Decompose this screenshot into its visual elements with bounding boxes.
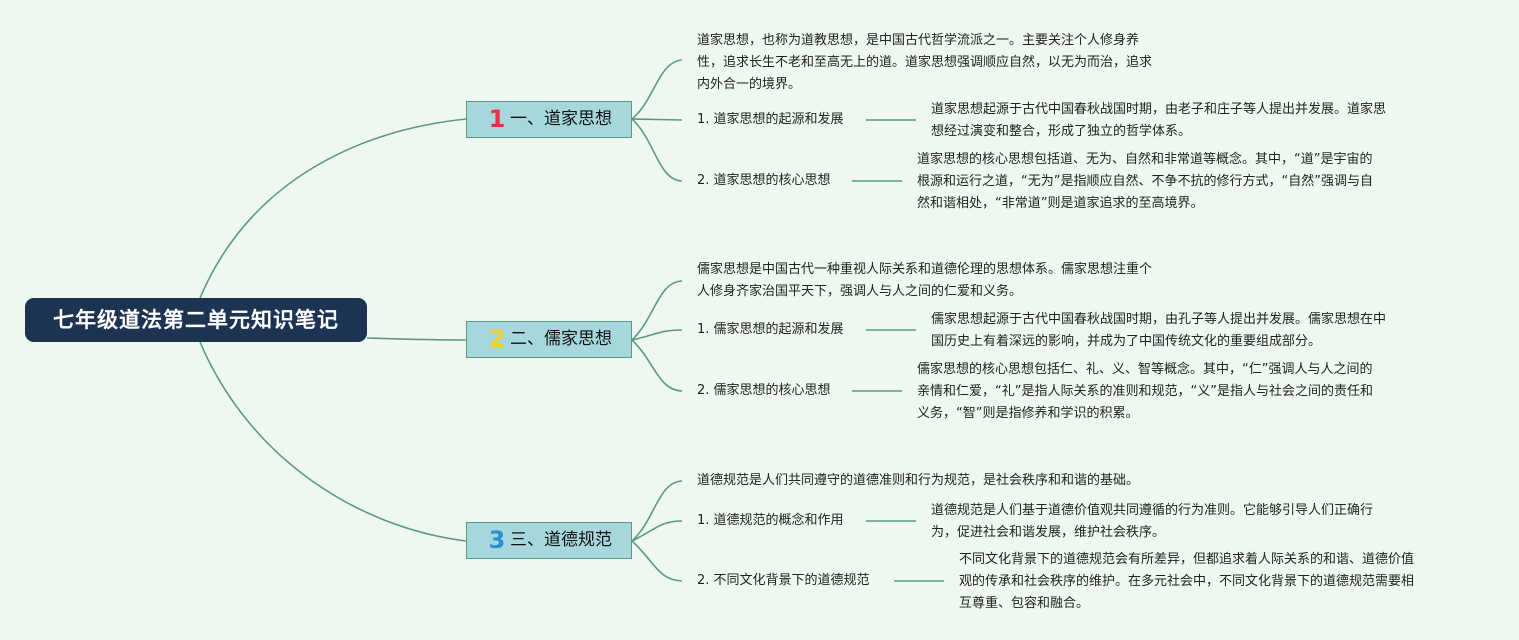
detail-line: 国历史上有着深远的影响，并成为了中国传统文化的重要组成部分。 xyxy=(931,334,1322,349)
branch-2-topic-1-detail[interactable]: 儒家思想起源于古代中国春秋战国时期，由孔子等人提出并发展。儒家思想在中 国历史上… xyxy=(931,309,1386,353)
detail-line: 亲情和仁爱，“礼”是指人际关系的准则和规范，“义”是指人与社会之间的责任和 xyxy=(917,384,1373,399)
branch-1-topic-2[interactable]: 2. 道家思想的核心思想 xyxy=(697,173,831,188)
detail-line: 不同文化背景下的道德规范会有所差异，但都追求着人际关系的和谐、道德价值 xyxy=(959,552,1415,567)
detail-line: 互尊重、包容和融合。 xyxy=(959,596,1090,611)
branch-1-label: 一、道家思想 xyxy=(510,109,612,129)
branch-3-node[interactable]: 3 三、道德规范 xyxy=(466,522,632,559)
branch-1-node[interactable]: 1 一、道家思想 xyxy=(466,101,632,138)
detail-line: 道家思想的核心思想包括道、无为、自然和非常道等概念。其中，“道”是宇宙的 xyxy=(917,152,1373,167)
root-to-branch-2-line xyxy=(366,337,467,341)
branch-1-topic-1-detail[interactable]: 道家思想起源于古代中国春秋战国时期，由老子和庄子等人提出并发展。道家思 想经过演… xyxy=(931,99,1386,143)
detail-line: 根源和运行之道，“无为”是指顺应自然、不争不抗的修行方式，“自然”强调与自 xyxy=(917,174,1373,189)
branch-3-intro-line: 道德规范是人们共同遵守的道德准则和行为规范，是社会秩序和和谐的基础。 xyxy=(697,473,1140,488)
branch-2-number-icon: 2 xyxy=(488,325,506,353)
root-to-branch-3-line xyxy=(199,341,467,542)
branch-1-topic-2-detail[interactable]: 道家思想的核心思想包括道、无为、自然和非常道等概念。其中，“道”是宇宙的 根源和… xyxy=(917,149,1373,215)
branch-1-to-intro-line xyxy=(631,59,683,120)
branch-2-topic-2-detail[interactable]: 儒家思想的核心思想包括仁、礼、义、智等概念。其中，“仁”强调人与人之间的 亲情和… xyxy=(917,359,1373,425)
branch-2-topic-2[interactable]: 2. 儒家思想的核心思想 xyxy=(697,383,831,398)
branch-1-to-topic-2-line xyxy=(631,118,683,182)
detail-line: 儒家思想的核心思想包括仁、礼、义、智等概念。其中，“仁”强调人与人之间的 xyxy=(917,362,1373,377)
branch-1-intro-line: 道家思想，也称为道教思想，是中国古代哲学流派之一。主要关注个人修身养 xyxy=(697,33,1140,48)
branch-2-to-intro-line xyxy=(631,280,683,341)
branch-2-intro-line: 人修身齐家治国平天下，强调人与人之间的仁爱和义务。 xyxy=(697,284,1023,299)
root-node[interactable]: 七年级道法第二单元知识笔记 xyxy=(25,298,367,342)
branch-3-label: 三、道德规范 xyxy=(510,530,612,550)
branch-1-topic-1[interactable]: 1. 道家思想的起源和发展 xyxy=(697,112,844,127)
branch-3-to-topic-1-line xyxy=(631,520,683,542)
detail-line: 儒家思想起源于古代中国春秋战国时期，由孔子等人提出并发展。儒家思想在中 xyxy=(931,312,1387,327)
detail-line: 为，促进社会和谐发展，维护社会秩序。 xyxy=(931,525,1166,540)
branch-2-intro[interactable]: 儒家思想是中国古代一种重视人际关系和道德伦理的思想体系。儒家思想注重个 人修身齐… xyxy=(697,259,1152,303)
detail-line: 想经过演变和整合，形成了独立的哲学体系。 xyxy=(931,124,1192,139)
branch-3-to-intro-line xyxy=(631,480,683,542)
branch-1-intro-line: 内外合一的境界。 xyxy=(697,77,802,92)
branch-3-topic-1-detail[interactable]: 道德规范是人们基于道德价值观共同遵循的行为准则。它能够引导人们正确行 为，促进社… xyxy=(931,500,1373,544)
branch-3-topic-2-detail[interactable]: 不同文化背景下的道德规范会有所差异，但都追求着人际关系的和谐、道德价值 观的传承… xyxy=(959,549,1414,615)
branch-3-topic-1[interactable]: 1. 道德规范的概念和作用 xyxy=(697,513,844,528)
branch-3-topic-2[interactable]: 2. 不同文化背景下的道德规范 xyxy=(697,573,870,588)
branch-2-to-topic-2-line xyxy=(631,339,683,392)
branch-3-to-topic-2-line xyxy=(631,540,683,582)
branch-2-intro-line: 儒家思想是中国古代一种重视人际关系和道德伦理的思想体系。儒家思想注重个 xyxy=(697,262,1153,277)
root-to-branch-1-line xyxy=(199,118,467,299)
branch-2-node[interactable]: 2 二、儒家思想 xyxy=(466,321,632,358)
branch-3-number-icon: 3 xyxy=(488,526,506,554)
branch-1-to-topic-1-line xyxy=(631,118,683,121)
detail-line: 然和谐相处，“非常道”则是道家追求的至高境界。 xyxy=(917,196,1204,211)
branch-2-to-topic-1-line xyxy=(631,329,683,341)
detail-line: 义务，“智”则是指修养和学识的积累。 xyxy=(917,406,1139,421)
branch-2-label: 二、儒家思想 xyxy=(510,329,612,349)
detail-line: 道德规范是人们基于道德价值观共同遵循的行为准则。它能够引导人们正确行 xyxy=(931,503,1374,518)
branch-1-intro[interactable]: 道家思想，也称为道教思想，是中国古代哲学流派之一。主要关注个人修身养 性，追求长… xyxy=(697,30,1152,96)
branch-2-topic-1[interactable]: 1. 儒家思想的起源和发展 xyxy=(697,322,844,337)
detail-line: 观的传承和社会秩序的维护。在多元社会中，不同文化背景下的道德规范需要相 xyxy=(959,574,1415,589)
branch-1-intro-line: 性，追求长生不老和至高无上的道。道家思想强调顺应自然，以无为而治，追求 xyxy=(697,55,1153,70)
detail-line: 道家思想起源于古代中国春秋战国时期，由老子和庄子等人提出并发展。道家思 xyxy=(931,102,1387,117)
branch-3-intro[interactable]: 道德规范是人们共同遵守的道德准则和行为规范，是社会秩序和和谐的基础。 xyxy=(697,470,1139,492)
branch-1-number-icon: 1 xyxy=(488,105,506,133)
